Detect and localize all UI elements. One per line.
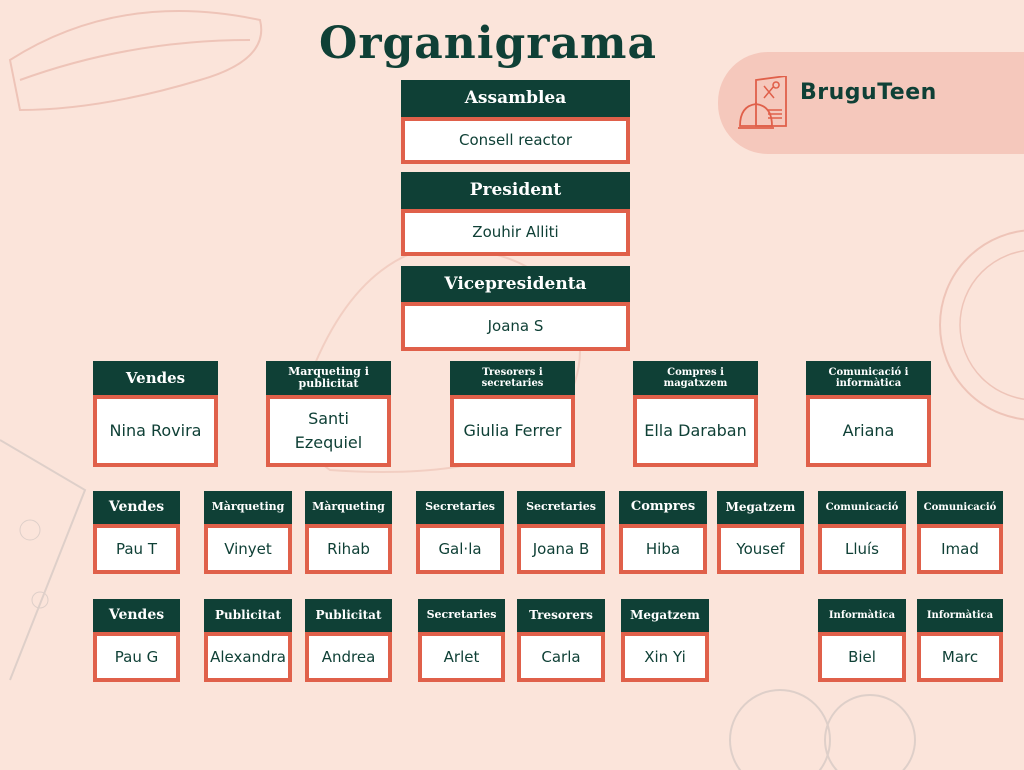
card-role: Tresorers: [517, 599, 605, 632]
card-name: Hiba: [619, 524, 707, 574]
brand-badge: BruguTeen: [718, 52, 1024, 154]
card-name: Xin Yi: [621, 632, 709, 682]
card-name: Marc: [917, 632, 1003, 682]
card-name: Consell reactor: [401, 117, 630, 164]
card-role: Marqueting i publicitat: [266, 361, 391, 395]
card-role: Vendes: [93, 491, 180, 524]
card-role: Màrqueting: [204, 491, 292, 524]
page-title: Organigrama: [318, 18, 657, 69]
card-role: President: [401, 172, 630, 209]
card-role: Vicepresidenta: [401, 266, 630, 302]
card-role: Vendes: [93, 361, 218, 395]
card-role: Secretaries: [418, 599, 505, 632]
orange-illustration: [939, 229, 1024, 421]
card-name: Joana S: [401, 302, 630, 351]
card-role: Secretaries: [517, 491, 605, 524]
card-role: Publicitat: [204, 599, 292, 632]
card-role: Megatzem: [621, 599, 709, 632]
card-name: Zouhir Alliti: [401, 209, 630, 256]
card-name: Joana B: [517, 524, 605, 574]
food-illustration: [729, 689, 916, 770]
card-name: Andrea: [305, 632, 392, 682]
card-name: Pau G: [93, 632, 180, 682]
card-name: Ariana: [806, 395, 931, 467]
card-name: Pau T: [93, 524, 180, 574]
card-role: Assamblea: [401, 80, 630, 117]
card-role: Tresorers i secretaries: [450, 361, 575, 395]
card-name: Yousef: [717, 524, 804, 574]
card-name: Ella Daraban: [633, 395, 758, 467]
card-name: Rihab: [305, 524, 392, 574]
card-name: Alexandra: [204, 632, 292, 682]
card-role: Comunicació: [818, 491, 906, 524]
card-name: Vinyet: [204, 524, 292, 574]
card-role: Màrqueting: [305, 491, 392, 524]
card-role: Secretaries: [416, 491, 504, 524]
card-name: Giulia Ferrer: [450, 395, 575, 467]
card-name: Arlet: [418, 632, 505, 682]
card-role: Informàtica: [917, 599, 1003, 632]
menu-cloche-icon: [738, 76, 787, 129]
card-role: Megatzem: [717, 491, 804, 524]
card-role: Compres: [619, 491, 707, 524]
card-role: Comunicació i informàtica: [806, 361, 931, 395]
card-role: Compres i magatxzem: [633, 361, 758, 395]
card-name: Biel: [818, 632, 906, 682]
card-name: Lluís: [818, 524, 906, 574]
card-role: Publicitat: [305, 599, 392, 632]
card-name: Gal·la: [416, 524, 504, 574]
card-role: Vendes: [93, 599, 180, 632]
card-name: Imad: [917, 524, 1003, 574]
sandwich-illustration: [8, 10, 263, 112]
card-role: Comunicació: [917, 491, 1003, 524]
card-name: Carla: [517, 632, 605, 682]
card-name: Santi Ezequiel: [266, 395, 391, 467]
card-role: Informàtica: [818, 599, 906, 632]
pizza-illustration: [0, 439, 87, 681]
card-name: Nina Rovira: [93, 395, 218, 467]
brand-name: BruguTeen: [800, 80, 937, 105]
